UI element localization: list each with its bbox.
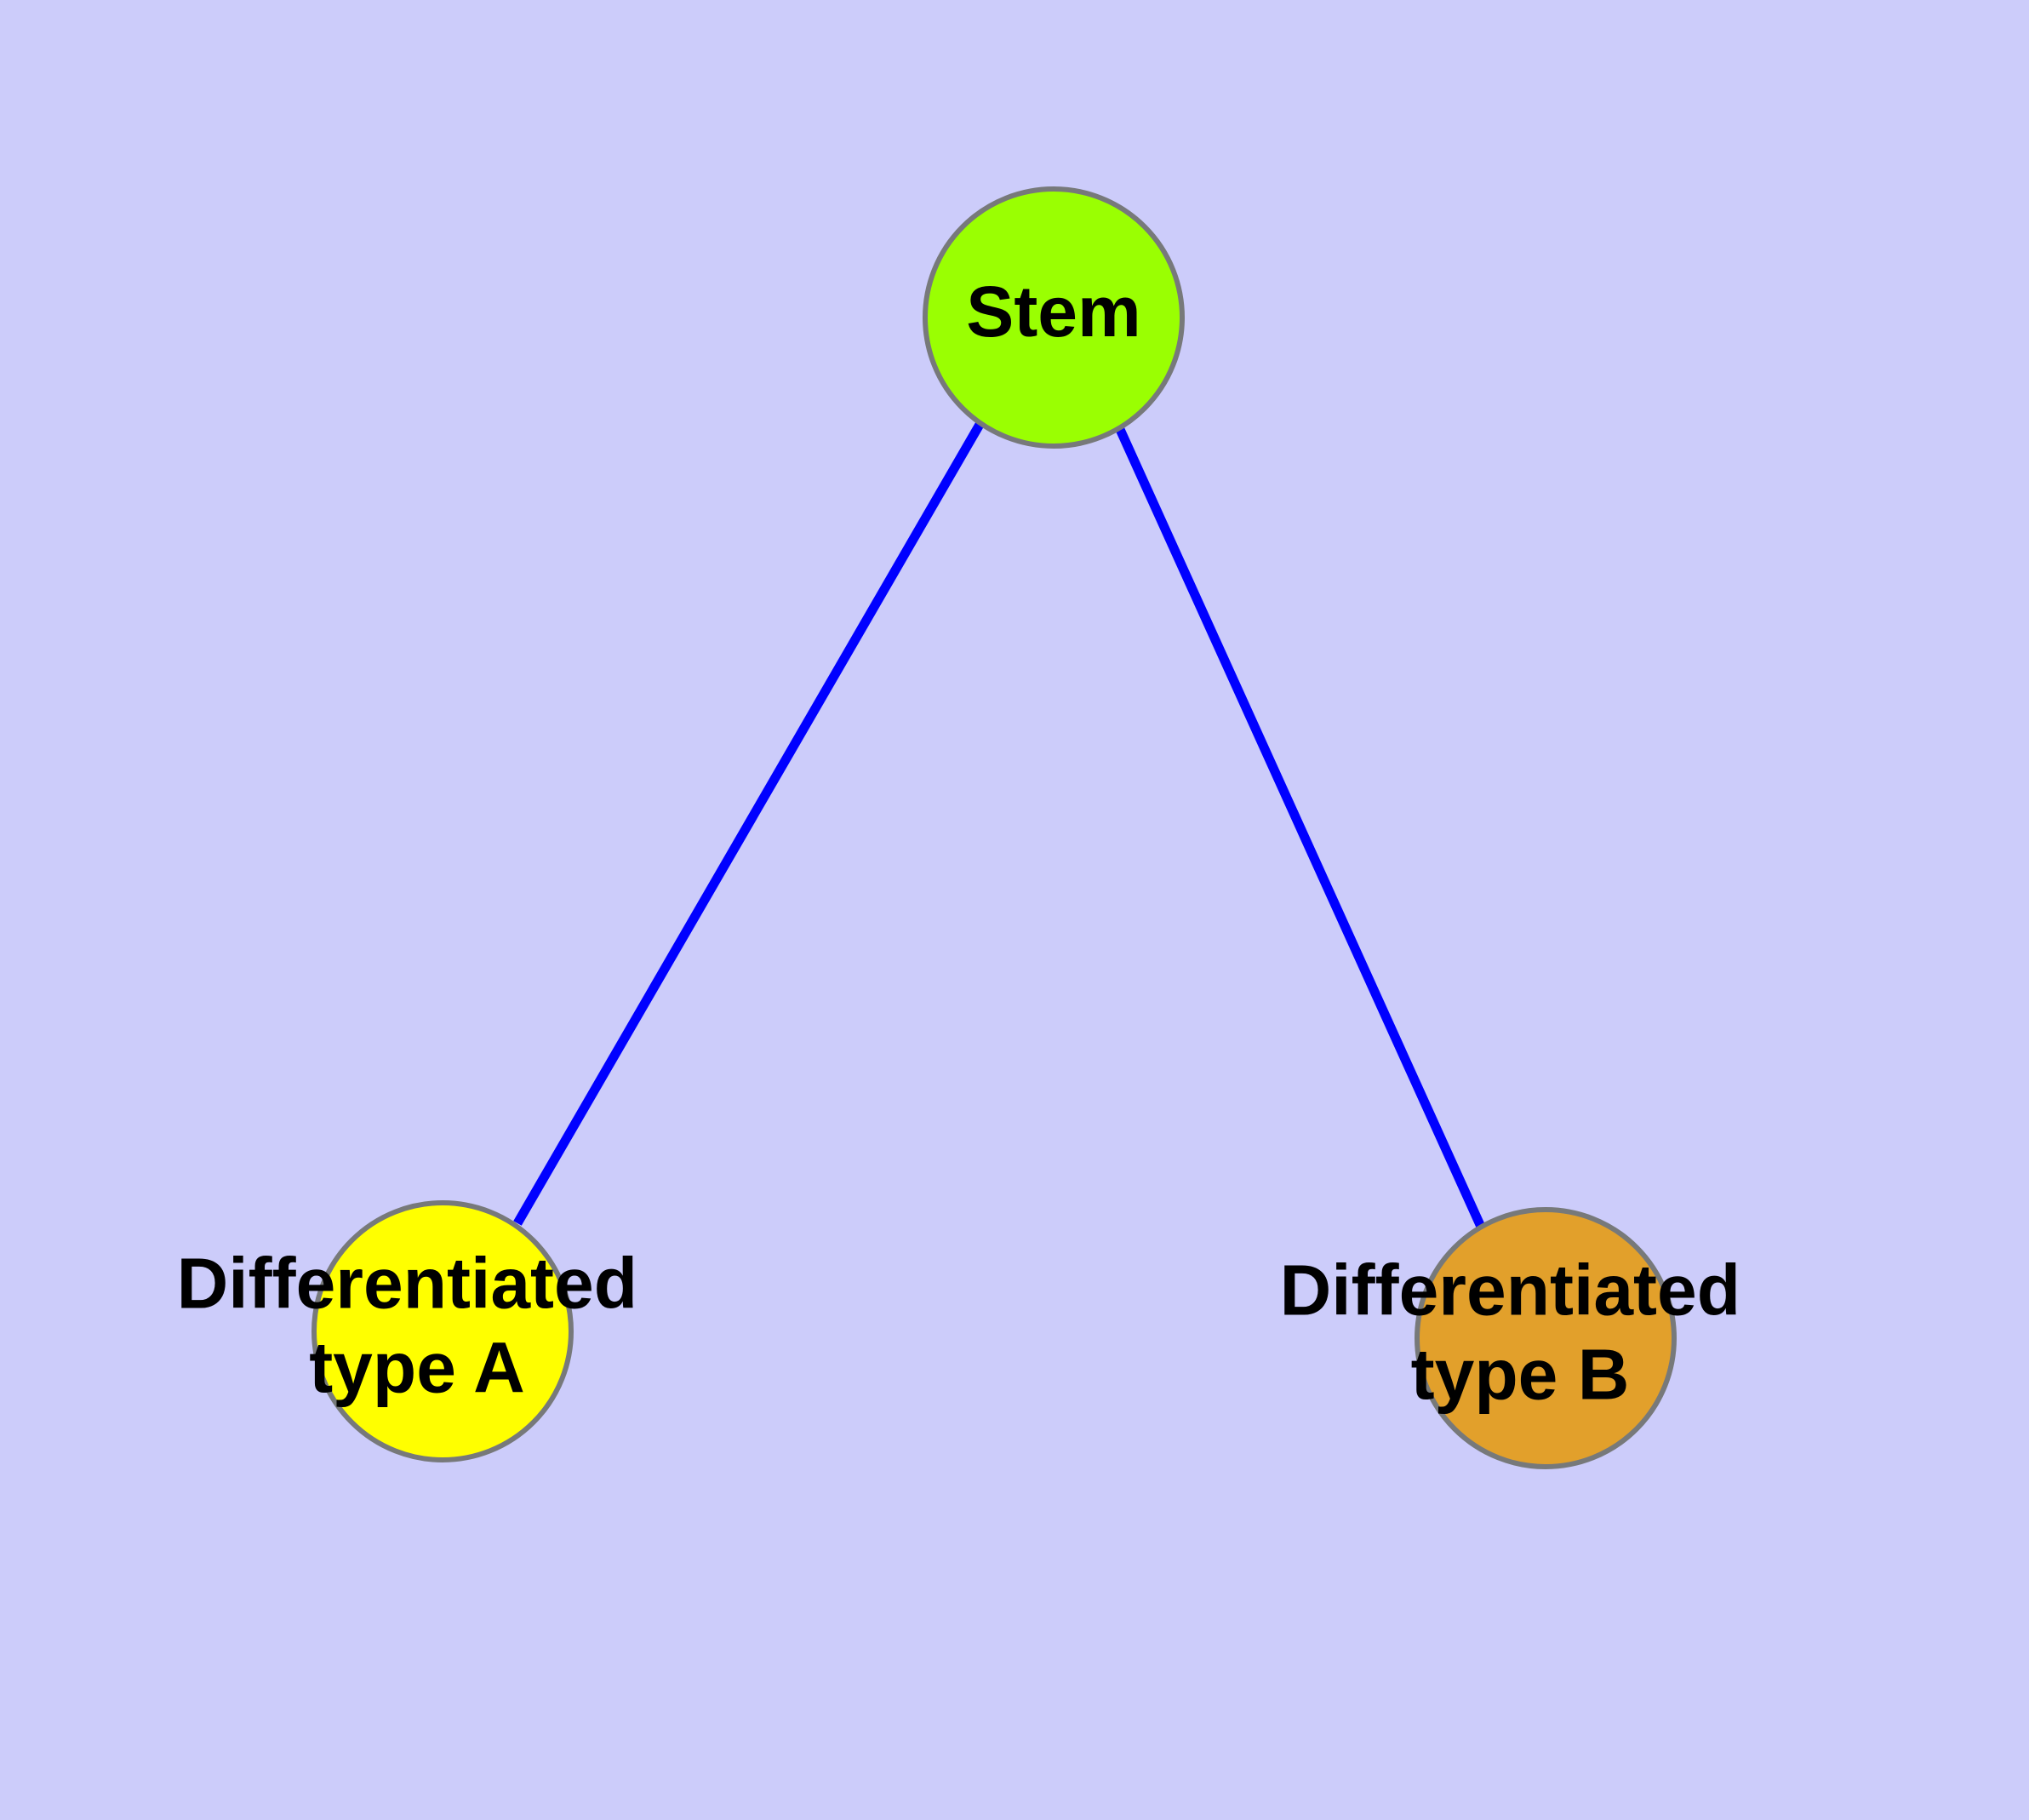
node-circle-differentiated-type-b[interactable] [1415,1207,1677,1469]
node-stem[interactable] [923,186,1185,449]
labels-group: Stem Differentiated type A Differentiate… [177,272,1761,1415]
node-circle-stem[interactable] [923,186,1185,449]
node-differentiated-type-a[interactable] [311,1200,574,1462]
nodes-group [311,186,1677,1469]
node-circle-differentiated-type-a[interactable] [311,1200,574,1462]
edge-stem-to-differentiated-type-b[interactable] [1113,423,1486,1229]
node-label-differentiated-type-a-line-2: type A [309,1328,525,1408]
node-label-differentiated-type-b-line-2: type B [1411,1335,1630,1415]
node-label-differentiated-type-a: Differentiated type A [177,1244,658,1408]
node-differentiated-type-b[interactable] [1415,1207,1677,1469]
edge-stem-to-differentiated-type-a[interactable] [513,421,985,1226]
node-label-differentiated-type-b: Differentiated type B [1280,1251,1761,1415]
node-label-stem: Stem [966,272,1140,352]
node-label-differentiated-type-a-line-1: Differentiated [177,1244,637,1324]
edges-group [513,421,1486,1229]
node-label-differentiated-type-b-line-1: Differentiated [1280,1251,1740,1331]
node-label-stem-line-1: Stem [966,272,1140,352]
